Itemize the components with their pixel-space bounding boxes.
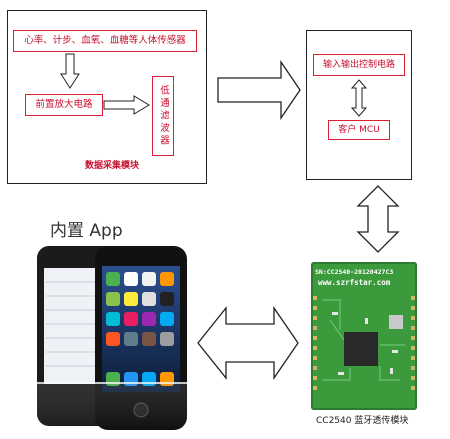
cc2540-chip <box>344 332 378 366</box>
right-arrow-preamp-to-filter <box>103 95 150 115</box>
lowpass-filter-label: 低通滤波器 <box>158 84 169 148</box>
pcb-traces <box>322 299 405 381</box>
sensor-box: 心率、计步、血氧、血糖等人体传感器 <box>13 30 197 52</box>
board-serial-text: SN:CC2540-20120427C3 <box>315 268 394 276</box>
big-right-arrow <box>217 59 301 121</box>
mcu-box: 客户 MCU <box>328 120 390 140</box>
io-control-box: 输入输出控制电路 <box>313 54 405 76</box>
preamp-box: 前置放大电路 <box>25 94 103 116</box>
double-arrow-control-bluetooth <box>356 185 400 253</box>
acquisition-module-caption: 数据采集模块 <box>84 161 139 171</box>
app-label: 内置 App <box>50 221 123 241</box>
double-arrow-io-mcu <box>350 79 368 117</box>
double-arrow-phone-bluetooth <box>197 305 299 381</box>
smd-components <box>332 312 398 375</box>
bluetooth-module-caption: CC2540 蓝牙透传模块 <box>316 416 409 426</box>
lowpass-filter-box: 低通滤波器 <box>152 76 174 156</box>
phone-front-screen <box>102 266 180 392</box>
edge-pads <box>313 296 415 390</box>
down-arrow-sensor-to-preamp <box>60 53 80 89</box>
board-url-text: www.szrfstar.com <box>318 278 391 287</box>
